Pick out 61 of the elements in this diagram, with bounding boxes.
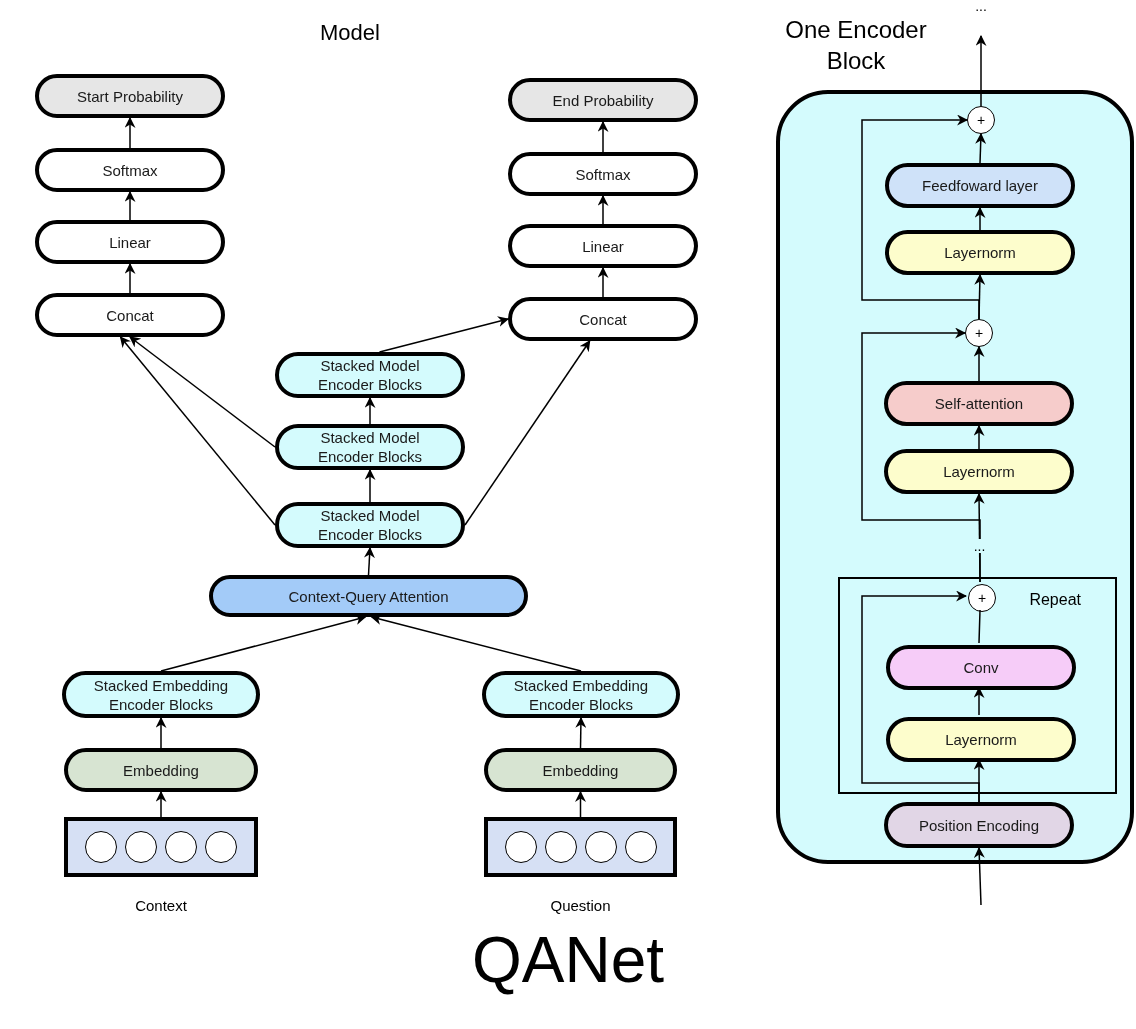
arrow xyxy=(861,327,981,583)
layer-box: Concat xyxy=(35,293,225,337)
layer-box: Linear xyxy=(35,220,225,264)
arrow xyxy=(861,590,980,803)
layer-box: Layernorm xyxy=(886,717,1076,762)
embedding-box: Embedding xyxy=(64,748,258,792)
layer-box: Linear xyxy=(508,224,698,268)
ellipsis-label: ... xyxy=(975,0,987,14)
repeat-label: Repeat xyxy=(1029,591,1081,608)
arrow xyxy=(364,396,376,425)
layer-box: Position Encoding xyxy=(884,802,1074,848)
arrow xyxy=(378,316,510,353)
layer-box: Feedfoward layer xyxy=(885,163,1075,208)
arrow xyxy=(363,546,375,576)
arrow xyxy=(119,336,276,526)
attention-box: Context-Query Attention xyxy=(209,575,528,617)
arrow xyxy=(129,336,276,448)
input-caption: Question xyxy=(550,897,611,914)
arrow xyxy=(160,614,367,672)
encoder-box: Stacked Model Encoder Blocks xyxy=(275,352,465,398)
arrow xyxy=(124,190,136,221)
diagram-caption: QANet xyxy=(471,924,665,996)
arrow xyxy=(973,345,985,382)
layer-box: Concat xyxy=(508,297,698,341)
layer-box: Softmax xyxy=(508,152,698,196)
encoder-box: Stacked Model Encoder Blocks xyxy=(275,502,465,548)
encoder-box: Stacked Model Encoder Blocks xyxy=(275,424,465,470)
arrow xyxy=(370,614,582,672)
input-box xyxy=(484,817,677,877)
layer-box: Layernorm xyxy=(885,230,1075,275)
arrow xyxy=(124,116,136,149)
encoder-box: Stacked Embedding Encoder Blocks xyxy=(482,671,680,718)
repeat-frame xyxy=(838,577,1117,794)
output-box: End Probability xyxy=(508,78,698,122)
arrow xyxy=(575,716,587,749)
arrow xyxy=(974,206,986,231)
arrow xyxy=(975,34,987,107)
layer-box: Softmax xyxy=(35,148,225,192)
arrow xyxy=(364,468,376,503)
arrow xyxy=(597,266,609,298)
arrow xyxy=(973,846,985,906)
arrow xyxy=(575,790,586,818)
input-caption: Context xyxy=(135,897,187,914)
arrow xyxy=(861,114,980,320)
block-heading: One Encoder Block xyxy=(785,16,927,74)
arrow xyxy=(975,132,987,164)
arrow xyxy=(597,194,609,225)
diagram-title: Model xyxy=(320,20,380,45)
layer-box: Conv xyxy=(886,645,1076,690)
layer-box: Layernorm xyxy=(884,449,1074,494)
output-box: Start Probability xyxy=(35,74,225,118)
arrow xyxy=(973,424,985,450)
arrow xyxy=(597,120,609,153)
layer-box: Self-attention xyxy=(884,381,1074,426)
input-box xyxy=(64,817,258,877)
arrow xyxy=(155,790,167,818)
arrow xyxy=(155,716,167,749)
arrow xyxy=(124,262,136,294)
arrow xyxy=(464,340,591,526)
encoder-box: Stacked Embedding Encoder Blocks xyxy=(62,671,260,718)
embedding-box: Embedding xyxy=(484,748,677,792)
